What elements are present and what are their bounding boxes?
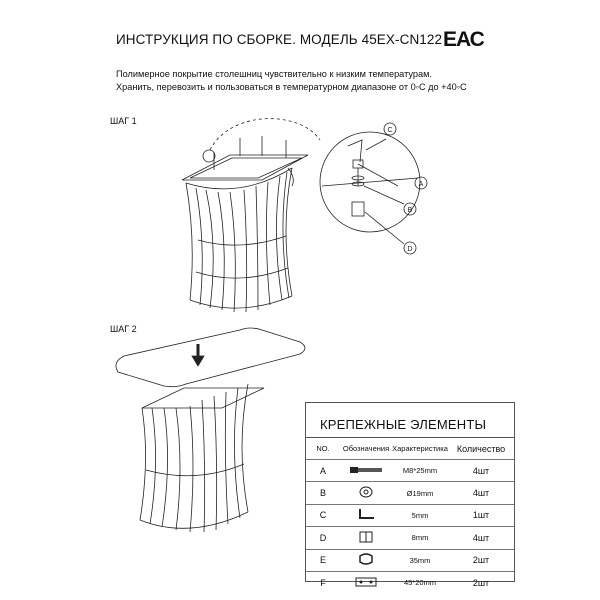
row-qty: 4шт (448, 481, 514, 505)
row-no: A (306, 458, 340, 482)
eac-certification-mark: ЕАС (443, 28, 485, 51)
washer-icon (359, 486, 373, 498)
row-no: E (306, 548, 340, 572)
row-qty: 4шт (448, 458, 514, 482)
step-2-label: ШАГ 2 (110, 324, 137, 334)
fasteners-table: NO. Обозначения Характеристика Количеств… (306, 437, 514, 594)
row-no: F (306, 570, 340, 594)
col-header-qty: Количество (448, 437, 514, 460)
col-header-no: NO. (306, 437, 340, 460)
col-header-spec: Характеристика (392, 437, 448, 460)
table-row: D 8mm 4шт (306, 526, 514, 550)
step2-base-body (139, 383, 265, 533)
fasteners-table-panel: КРЕПЕЖНЫЕ ЭЛЕМЕНТЫ NO. Обозначения Харак… (305, 402, 515, 594)
row-spec: M8*25mm (392, 458, 448, 482)
table-row: A M8*25mm 4шт (306, 458, 514, 482)
page-title: ИНСТРУКЦИЯ ПО СБОРКЕ. МОДЕЛЬ 45EX-CN122 (116, 32, 443, 47)
step1-top-frame (181, 154, 309, 181)
row-no: B (306, 481, 340, 505)
row-qty: 2шт (448, 548, 514, 572)
row-qty: 2шт (448, 570, 514, 594)
row-spec: 5mm (392, 503, 448, 527)
table-row: C 5mm 1шт (306, 503, 514, 527)
fastener-detail-view (319, 122, 428, 255)
step2-tabletop (115, 327, 306, 388)
note-line-coating: Полимерное покрытие столешниц чувствител… (116, 69, 432, 79)
callout-d-label: D (407, 246, 412, 253)
detail-leader-dashed (209, 118, 321, 151)
row-spec: 8mm (392, 526, 448, 550)
row-qty: 4шт (448, 526, 514, 550)
row-no: D (306, 526, 340, 550)
row-no: C (306, 503, 340, 527)
fasteners-title: КРЕПЕЖНЫЕ ЭЛЕМЕНТЫ (320, 417, 487, 432)
callout-a-label: A (419, 181, 424, 188)
note-line-temperature: Хранить, перевозить и пользоваться в тем… (116, 81, 467, 92)
bracket-icon (355, 577, 377, 587)
row-qty: 1шт (448, 503, 514, 527)
step-1-label: ШАГ 1 (110, 116, 137, 126)
table-row: F 45*20mm 2шт (306, 570, 514, 594)
row-spec: 35mm (392, 548, 448, 572)
nut-icon (359, 531, 373, 543)
callout-c-label: C (387, 127, 392, 134)
col-header-designation: Обозначения (340, 437, 392, 460)
table-header-row: NO. Обозначения Характеристика Количеств… (306, 437, 514, 460)
hex-key-icon (359, 509, 374, 520)
bolt-icon (350, 466, 382, 473)
row-spec: Ø19mm (392, 481, 448, 505)
clip-icon (359, 553, 373, 565)
step1-base-body (185, 167, 294, 313)
callout-b-label: B (408, 207, 413, 214)
storage-notes: Полимерное покрытие столешниц чувствител… (116, 68, 467, 93)
table-row: B Ø19mm 4шт (306, 481, 514, 505)
down-arrow-icon (191, 344, 205, 367)
row-spec: 45*20mm (392, 570, 448, 594)
table-row: E 35mm 2шт (306, 548, 514, 572)
step1-bolts (202, 136, 287, 170)
